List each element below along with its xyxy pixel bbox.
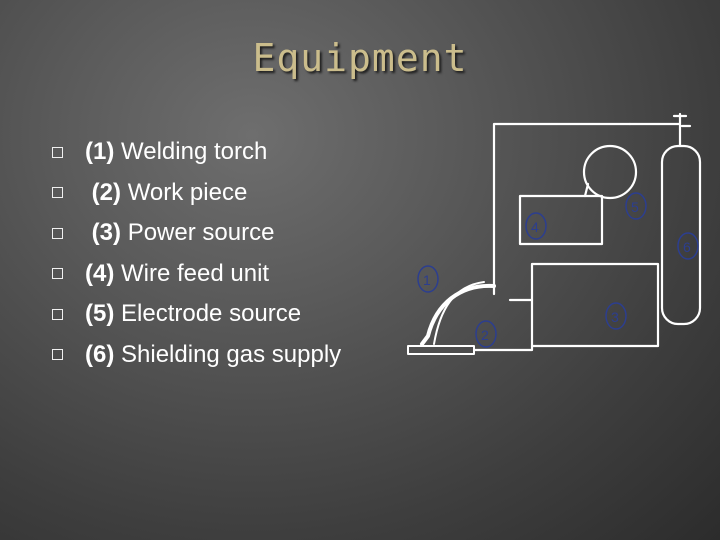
list-item: (6) Shielding gas supply	[52, 335, 341, 376]
item-label: Power source	[127, 219, 275, 247]
item-label: Electrode source	[121, 300, 302, 328]
wire-spool-icon	[582, 144, 638, 200]
item-label: Shielding gas supply	[121, 340, 342, 368]
item-label: Welding torch	[121, 138, 268, 166]
label-3-marker: 3	[605, 302, 627, 330]
svg-text:4: 4	[531, 219, 539, 235]
torch-tip	[433, 281, 485, 345]
label-6-marker: 6	[677, 232, 699, 260]
item-number: (6)	[85, 340, 115, 368]
checkbox-bullet-icon	[52, 187, 63, 199]
item-label: Work piece	[127, 178, 248, 206]
label-5-marker: 5	[625, 192, 647, 220]
power-source-box	[530, 262, 660, 348]
list-item: (2) Work piece	[52, 173, 341, 214]
item-number: (4)	[85, 259, 115, 287]
checkbox-bullet-icon	[52, 349, 63, 361]
svg-text:3: 3	[611, 309, 619, 325]
label-2-marker: 2	[475, 320, 497, 348]
equipment-list: (1) Welding torch (2) Work piece (3) Pow…	[52, 132, 341, 375]
svg-text:1: 1	[423, 272, 431, 288]
list-item: (1) Welding torch	[52, 132, 341, 173]
list-item: (3) Power source	[52, 213, 341, 254]
item-label: Wire feed unit	[121, 259, 270, 287]
item-number: (5)	[85, 300, 115, 328]
list-item: (4) Wire feed unit	[52, 254, 341, 295]
item-number: (3)	[91, 219, 122, 247]
ground-line	[472, 344, 534, 352]
item-number: (1)	[85, 138, 115, 166]
checkbox-bullet-icon	[52, 227, 63, 239]
slide-title: Equipment	[252, 36, 468, 80]
wire-feed-cable	[492, 122, 632, 296]
label-4-marker: 4	[525, 212, 547, 240]
svg-text:6: 6	[683, 239, 691, 255]
checkbox-bullet-icon	[52, 268, 63, 280]
checkbox-bullet-icon	[52, 308, 63, 320]
wire-feed-unit-box	[518, 194, 604, 246]
item-number: (2)	[91, 178, 122, 206]
spool-to-feeder-line	[583, 182, 590, 198]
welding-torch-icon	[420, 283, 496, 346]
label-1-marker: 1	[417, 265, 439, 293]
svg-text:5: 5	[631, 199, 639, 215]
work-piece	[407, 345, 475, 355]
svg-text:2: 2	[481, 327, 489, 343]
checkbox-bullet-icon	[52, 146, 63, 158]
cylinder-neck	[672, 112, 692, 148]
list-item: (5) Electrode source	[52, 294, 341, 335]
welding-equipment-diagram: 4 5 6 1 2 3	[407, 112, 702, 355]
